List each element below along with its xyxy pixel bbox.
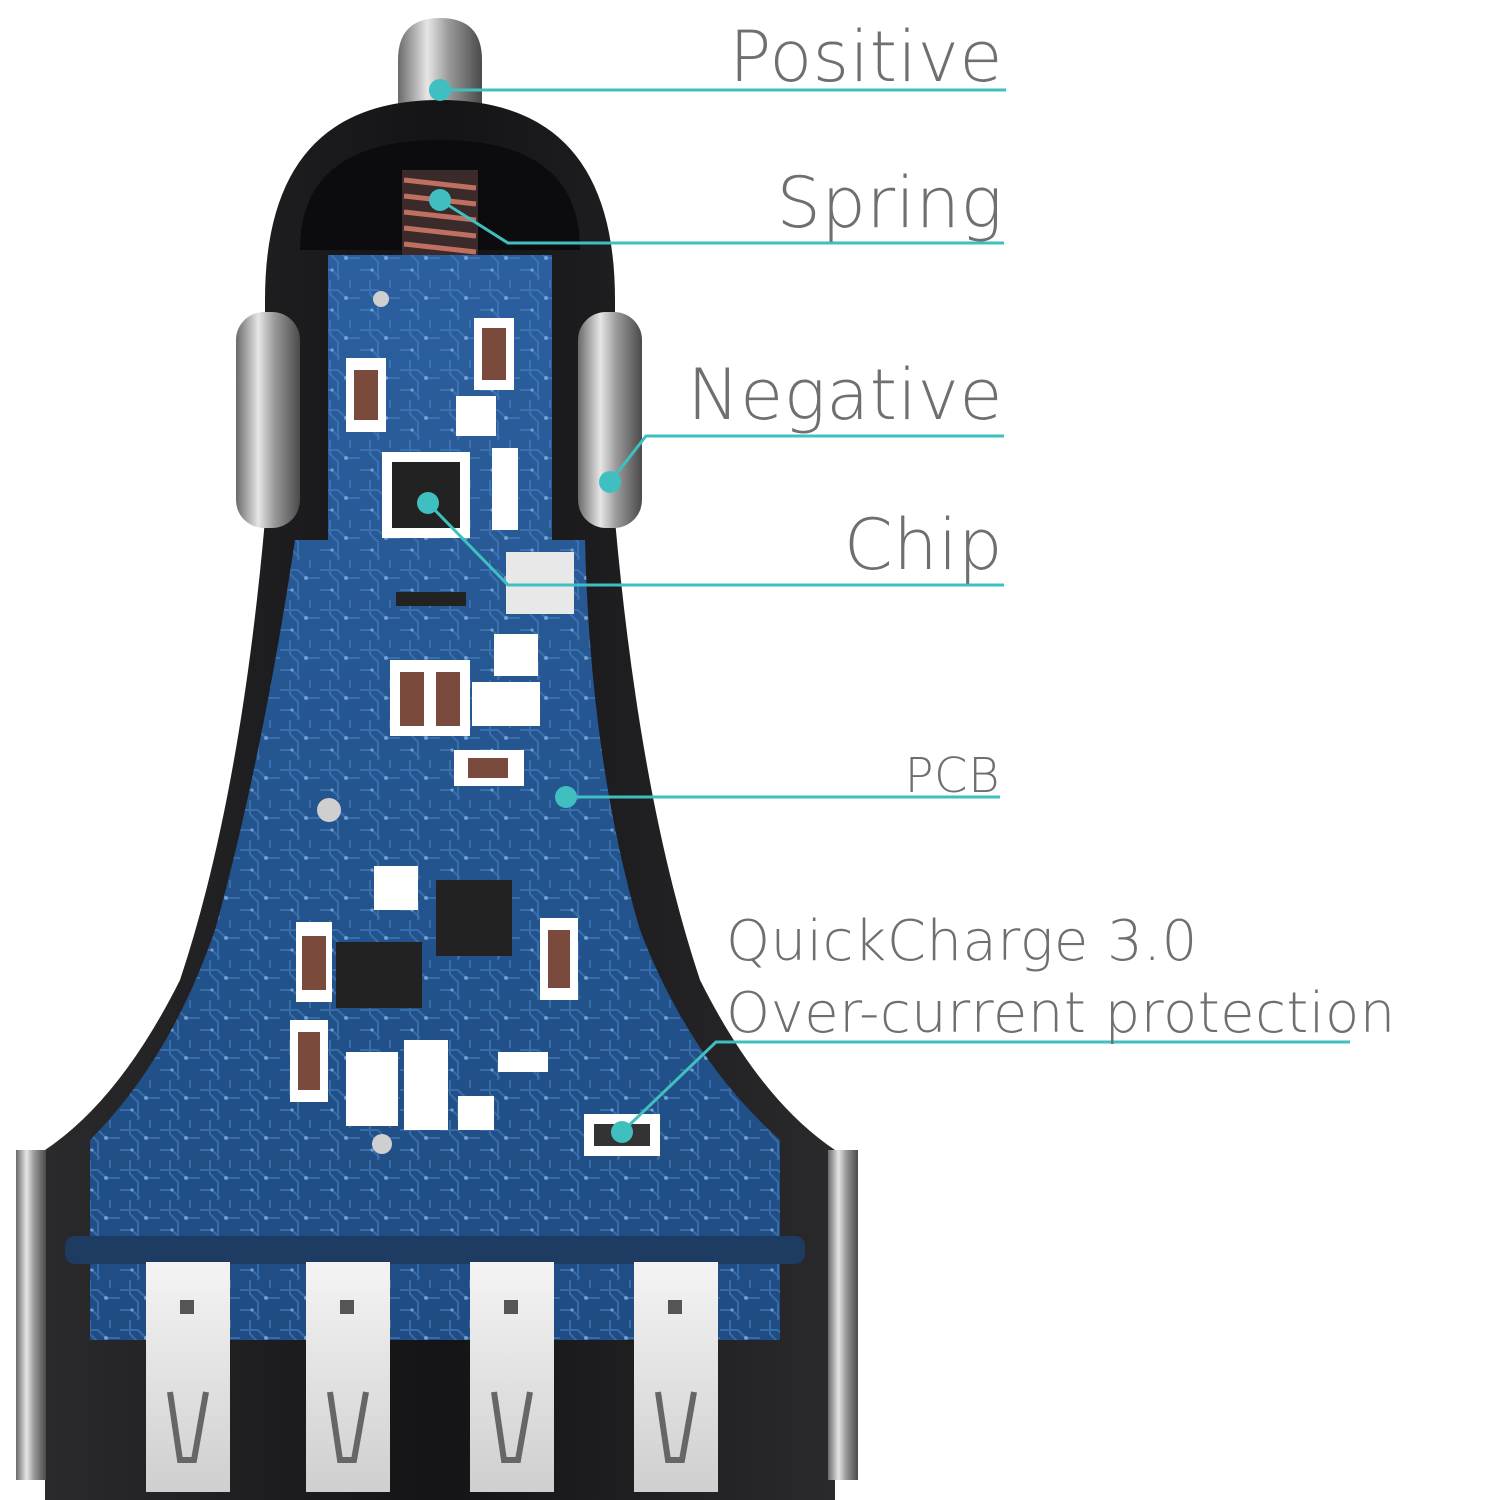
usb-port-1 bbox=[146, 1262, 230, 1492]
callout-dot-chip bbox=[417, 492, 439, 514]
callout-dots bbox=[417, 79, 633, 1143]
callout-lines bbox=[426, 88, 1350, 1134]
usb-port-3 bbox=[470, 1262, 554, 1492]
callout-line-spring bbox=[439, 198, 1004, 245]
label-spring: Spring bbox=[776, 162, 1003, 244]
negative-contact-right bbox=[578, 312, 642, 528]
usb-ports bbox=[16, 1150, 858, 1492]
callout-dot-negative bbox=[599, 471, 621, 493]
label-positive: Positive bbox=[729, 16, 1003, 98]
pcb-board bbox=[90, 255, 780, 1340]
negative-contact-left bbox=[236, 312, 300, 528]
spring bbox=[402, 170, 478, 260]
usb-port-4 bbox=[634, 1262, 718, 1492]
callout-line-chip bbox=[426, 501, 1004, 587]
callout-line-negative bbox=[608, 434, 1004, 483]
callout-line-quickcharge bbox=[620, 1040, 1350, 1134]
label-chip: Chip bbox=[843, 504, 1003, 586]
usb-port-2 bbox=[306, 1262, 390, 1492]
label-over-current-protection: Over-current protection bbox=[726, 981, 1396, 1046]
label-pcb: PCB bbox=[904, 748, 1000, 804]
callout-dot-pcb bbox=[555, 786, 577, 808]
callout-dot-spring bbox=[429, 189, 451, 211]
label-quickcharge: QuickCharge 3.0 bbox=[726, 909, 1198, 974]
callout-dot-positive bbox=[429, 79, 451, 101]
callout-dot-quickcharge bbox=[611, 1121, 633, 1143]
label-negative: Negative bbox=[687, 354, 1003, 436]
